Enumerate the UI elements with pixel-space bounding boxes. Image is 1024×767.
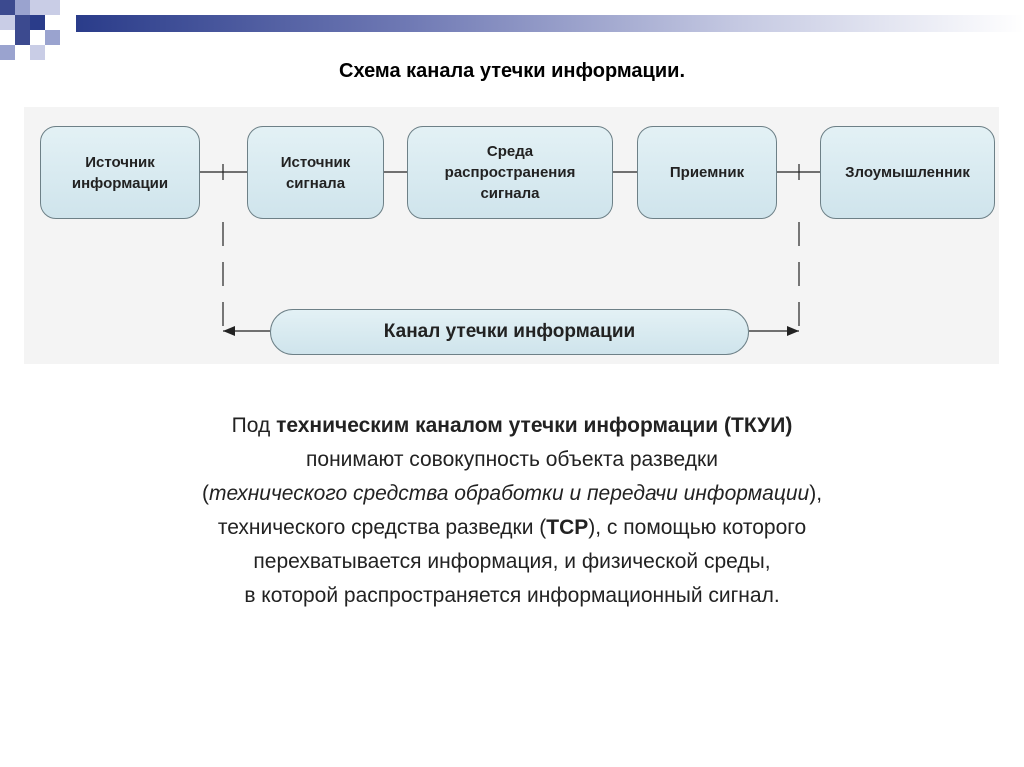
definition-line: перехватывается информация, и физической…: [253, 550, 771, 573]
deco-square: [0, 15, 15, 30]
node-medium: Среда распространения сигнала: [407, 126, 613, 219]
deco-square: [15, 0, 30, 15]
header-gradient-bar: [76, 15, 1024, 32]
deco-square: [30, 45, 45, 60]
node-attacker: Злоумышленник: [820, 126, 995, 219]
slide-title: Схема канала утечки информации.: [339, 60, 685, 82]
definition-line: в которой распространяется информационны…: [244, 584, 780, 607]
deco-square: [45, 0, 60, 15]
node-source-signal: Источник сигнала: [247, 126, 384, 219]
arrowhead-left: [223, 326, 235, 336]
definition-line: понимают совокупность объекта разведки: [306, 448, 718, 471]
node-receiver: Приемник: [637, 126, 777, 219]
definition-line: Под техническим каналом утечки информаци…: [231, 414, 793, 437]
deco-square: [0, 45, 15, 60]
definition-text: Под техническим каналом утечки информаци…: [100, 409, 924, 613]
deco-square: [30, 15, 45, 30]
arrowhead-right: [787, 326, 799, 336]
deco-square: [30, 0, 45, 15]
deco-square: [15, 15, 30, 30]
definition-line: технического средства разведки (ТСР), с …: [217, 516, 807, 539]
channel-node: Канал утечки информации: [270, 309, 749, 355]
definition-line: (технического средства обработки и перед…: [201, 482, 823, 505]
node-source-info: Источник информации: [40, 126, 200, 219]
deco-square: [0, 0, 15, 15]
deco-square: [15, 30, 30, 45]
deco-square: [45, 30, 60, 45]
